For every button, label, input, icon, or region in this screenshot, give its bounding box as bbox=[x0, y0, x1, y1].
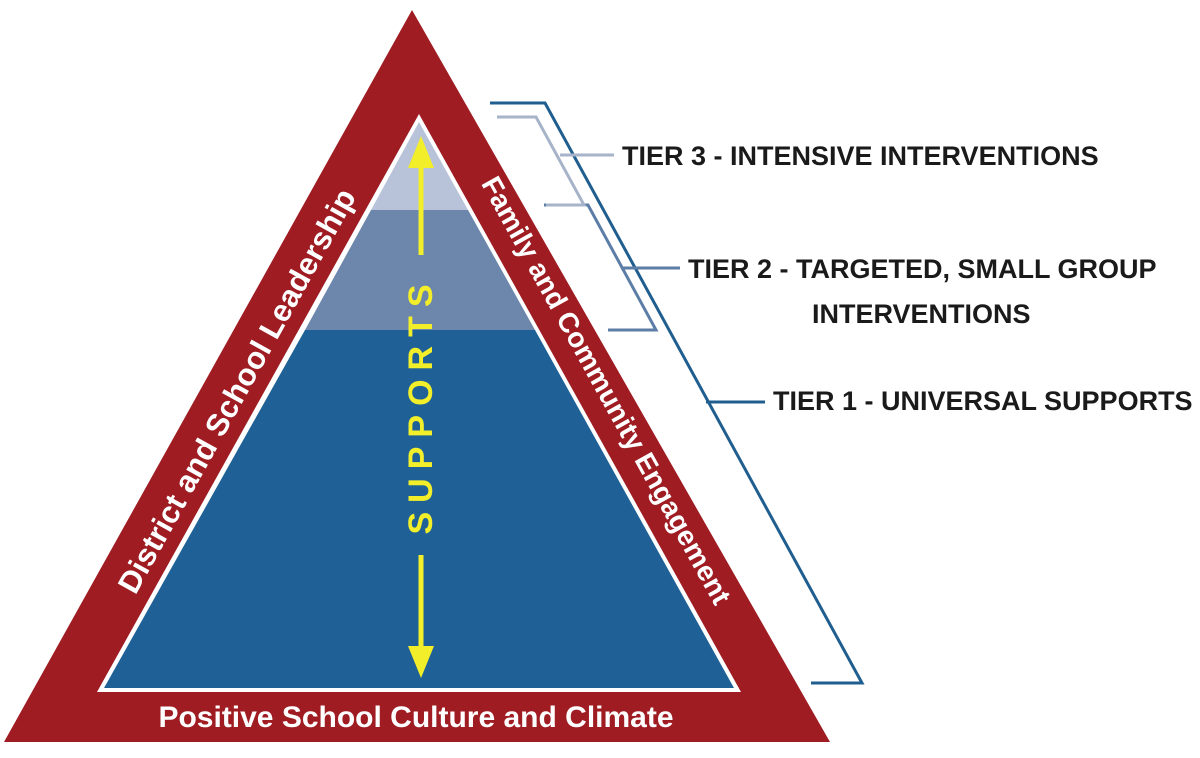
tier1-band bbox=[104, 330, 734, 688]
base-label: Positive School Culture and Climate bbox=[158, 701, 673, 734]
supports-double-arrow bbox=[408, 136, 434, 678]
arrow-head-down-icon bbox=[408, 646, 434, 678]
tier2-label-line2: INTERVENTIONS bbox=[812, 299, 1031, 329]
supports-label: SUPPORTS bbox=[402, 275, 440, 534]
tier2-label-line1: TIER 2 - TARGETED, SMALL GROUP bbox=[688, 254, 1157, 284]
tier3-bracket bbox=[497, 115, 587, 207]
tier2-band bbox=[305, 210, 535, 330]
tier3-label: TIER 3 - INTENSIVE INTERVENTIONS bbox=[622, 141, 1099, 171]
tier1-bracket bbox=[490, 101, 865, 685]
tier1-label: TIER 1 - UNIVERSAL SUPPORTS bbox=[773, 386, 1193, 416]
arrow-head-up-icon bbox=[408, 136, 434, 168]
